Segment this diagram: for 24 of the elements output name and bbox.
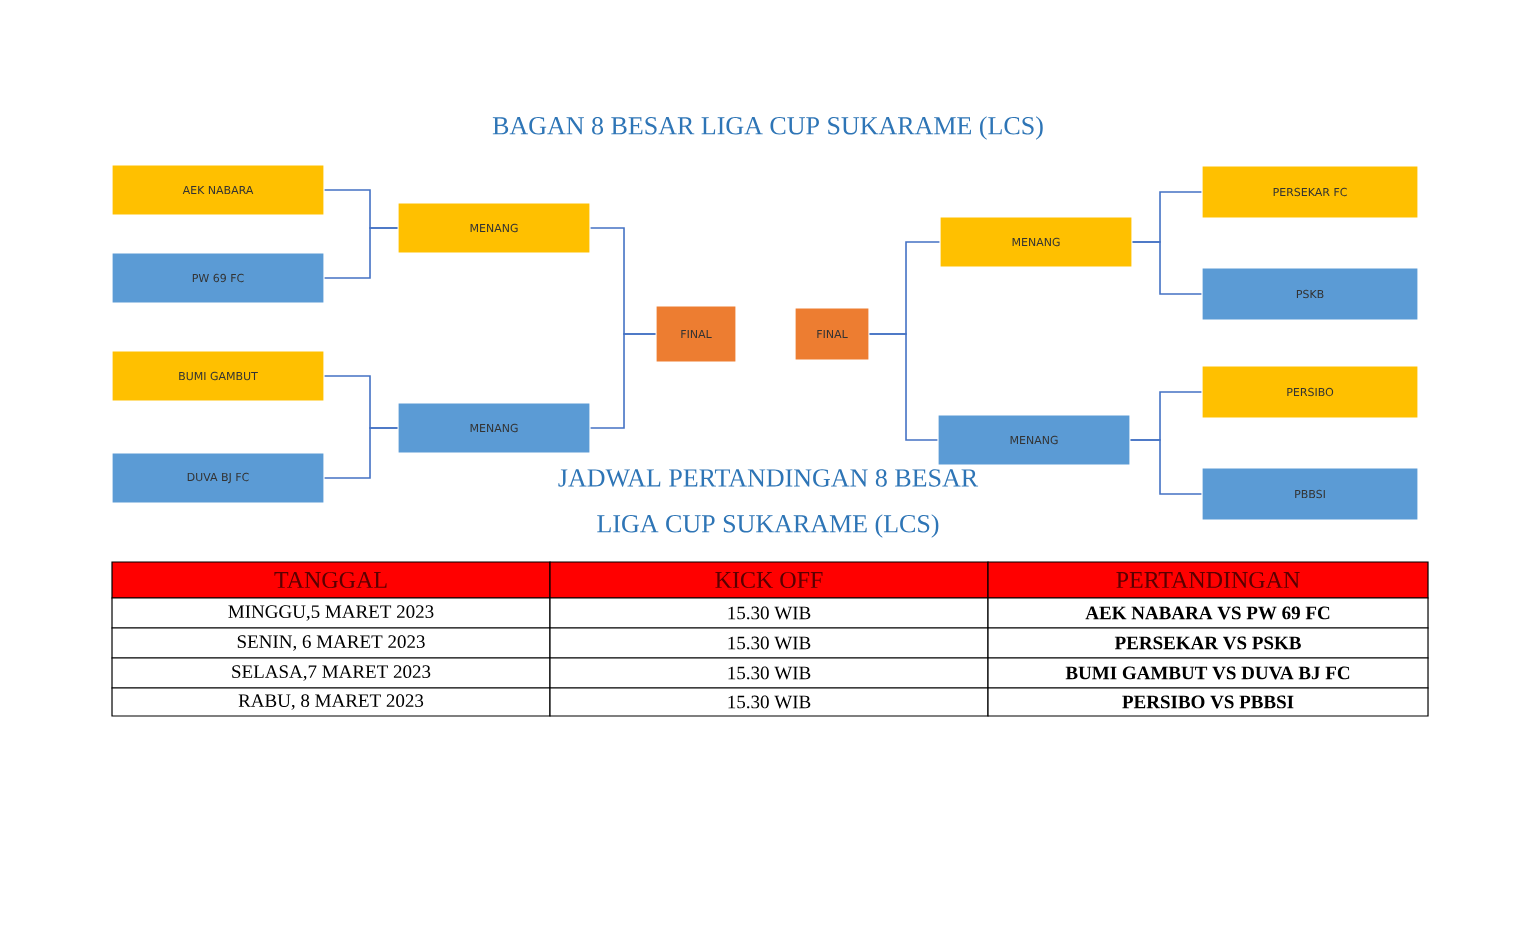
header-cell: TANGGAL (111, 561, 551, 599)
bracket-line (589, 333, 657, 429)
table-cell: 15.30 WIB (549, 597, 989, 629)
table-cell: SELASA,7 MARET 2023 (111, 657, 551, 689)
table-cell: AEK NABARA VS PW 69 FC (987, 597, 1429, 629)
table-cell: MINGGU,5 MARET 2023 (111, 597, 551, 629)
table-cell: 15.30 WIB (549, 627, 989, 659)
heading: JADWAL PERTANDINGAN 8 BESAR (558, 469, 979, 487)
title: BAGAN 8 BESAR LIGA CUP SUKARAME (LCS) (492, 116, 1043, 140)
table-cell: 15.30 WIB (549, 657, 989, 689)
table-cell: 15.30 WIB (549, 687, 989, 717)
heading: LIGA CUP SUKARAME (LCS) (597, 514, 939, 538)
header-cell: PERTANDINGAN (987, 561, 1429, 599)
bracket-line (323, 227, 399, 279)
table-cell: PERSEKAR VS PSKB (987, 627, 1429, 659)
bracket-line (323, 427, 399, 479)
bracket-line (868, 333, 939, 441)
table-cell: RABU, 8 MARET 2023 (111, 687, 551, 717)
table-cell: BUMI GAMBUT VS DUVA BJ FC (987, 657, 1429, 689)
table-cell: PERSIBO VS PBBSI (987, 687, 1429, 717)
table-cell: SENIN, 6 MARET 2023 (111, 627, 551, 659)
header-cell: KICK OFF (549, 561, 989, 599)
bracket-line (1131, 241, 1203, 295)
bracket-line (1129, 439, 1203, 495)
